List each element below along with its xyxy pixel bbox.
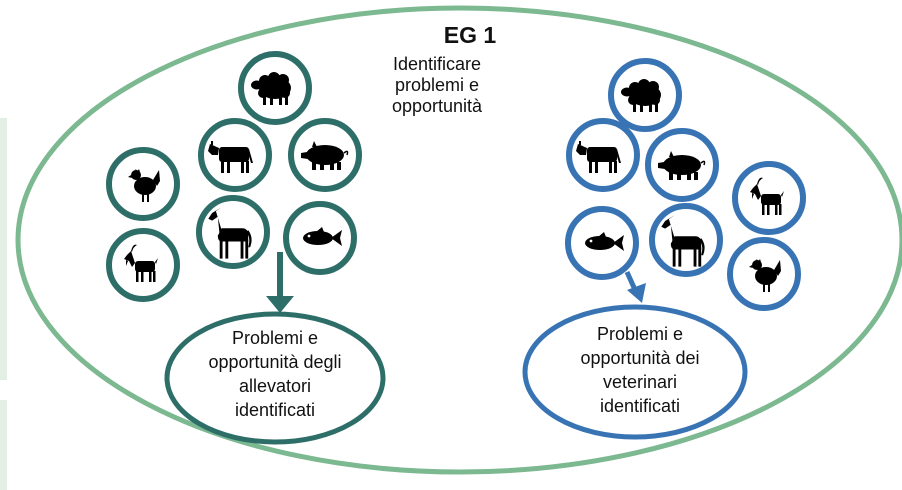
subtitle-line: problemi e <box>394 75 480 95</box>
subtitle-line: opportunità <box>391 96 483 116</box>
left-result-line: identificati <box>234 400 316 420</box>
subtitle-line: Identificare <box>392 54 482 74</box>
left-result-line: allevatori <box>238 376 312 396</box>
right-result-line: Problemi e <box>596 324 684 344</box>
right-result-text: Problemi e opportunità dei veterinari id… <box>555 322 725 418</box>
left-arrowhead <box>266 296 294 313</box>
diagram-title: EG 1 <box>443 22 497 48</box>
outer-ellipse <box>15 5 902 475</box>
right-result-ellipse <box>522 304 748 440</box>
left-result-line: Problemi e <box>231 328 319 348</box>
left-animal-group <box>106 51 362 302</box>
right-animal-group <box>565 58 806 311</box>
side-panel-strip-lower <box>0 400 7 490</box>
right-result-line: identificati <box>599 396 681 416</box>
diagram-subtitle: Identificare problemi e opportunità <box>372 54 502 117</box>
left-result-text: Problemi e opportunità degli allevatori … <box>180 326 370 422</box>
right-result-line: opportunità dei <box>580 348 700 368</box>
right-result-line: veterinari <box>602 372 678 392</box>
right-arrowhead <box>627 283 646 303</box>
left-result-ellipse <box>164 311 386 445</box>
side-panel-strip <box>0 118 7 380</box>
left-result-line: opportunità degli <box>208 352 342 372</box>
